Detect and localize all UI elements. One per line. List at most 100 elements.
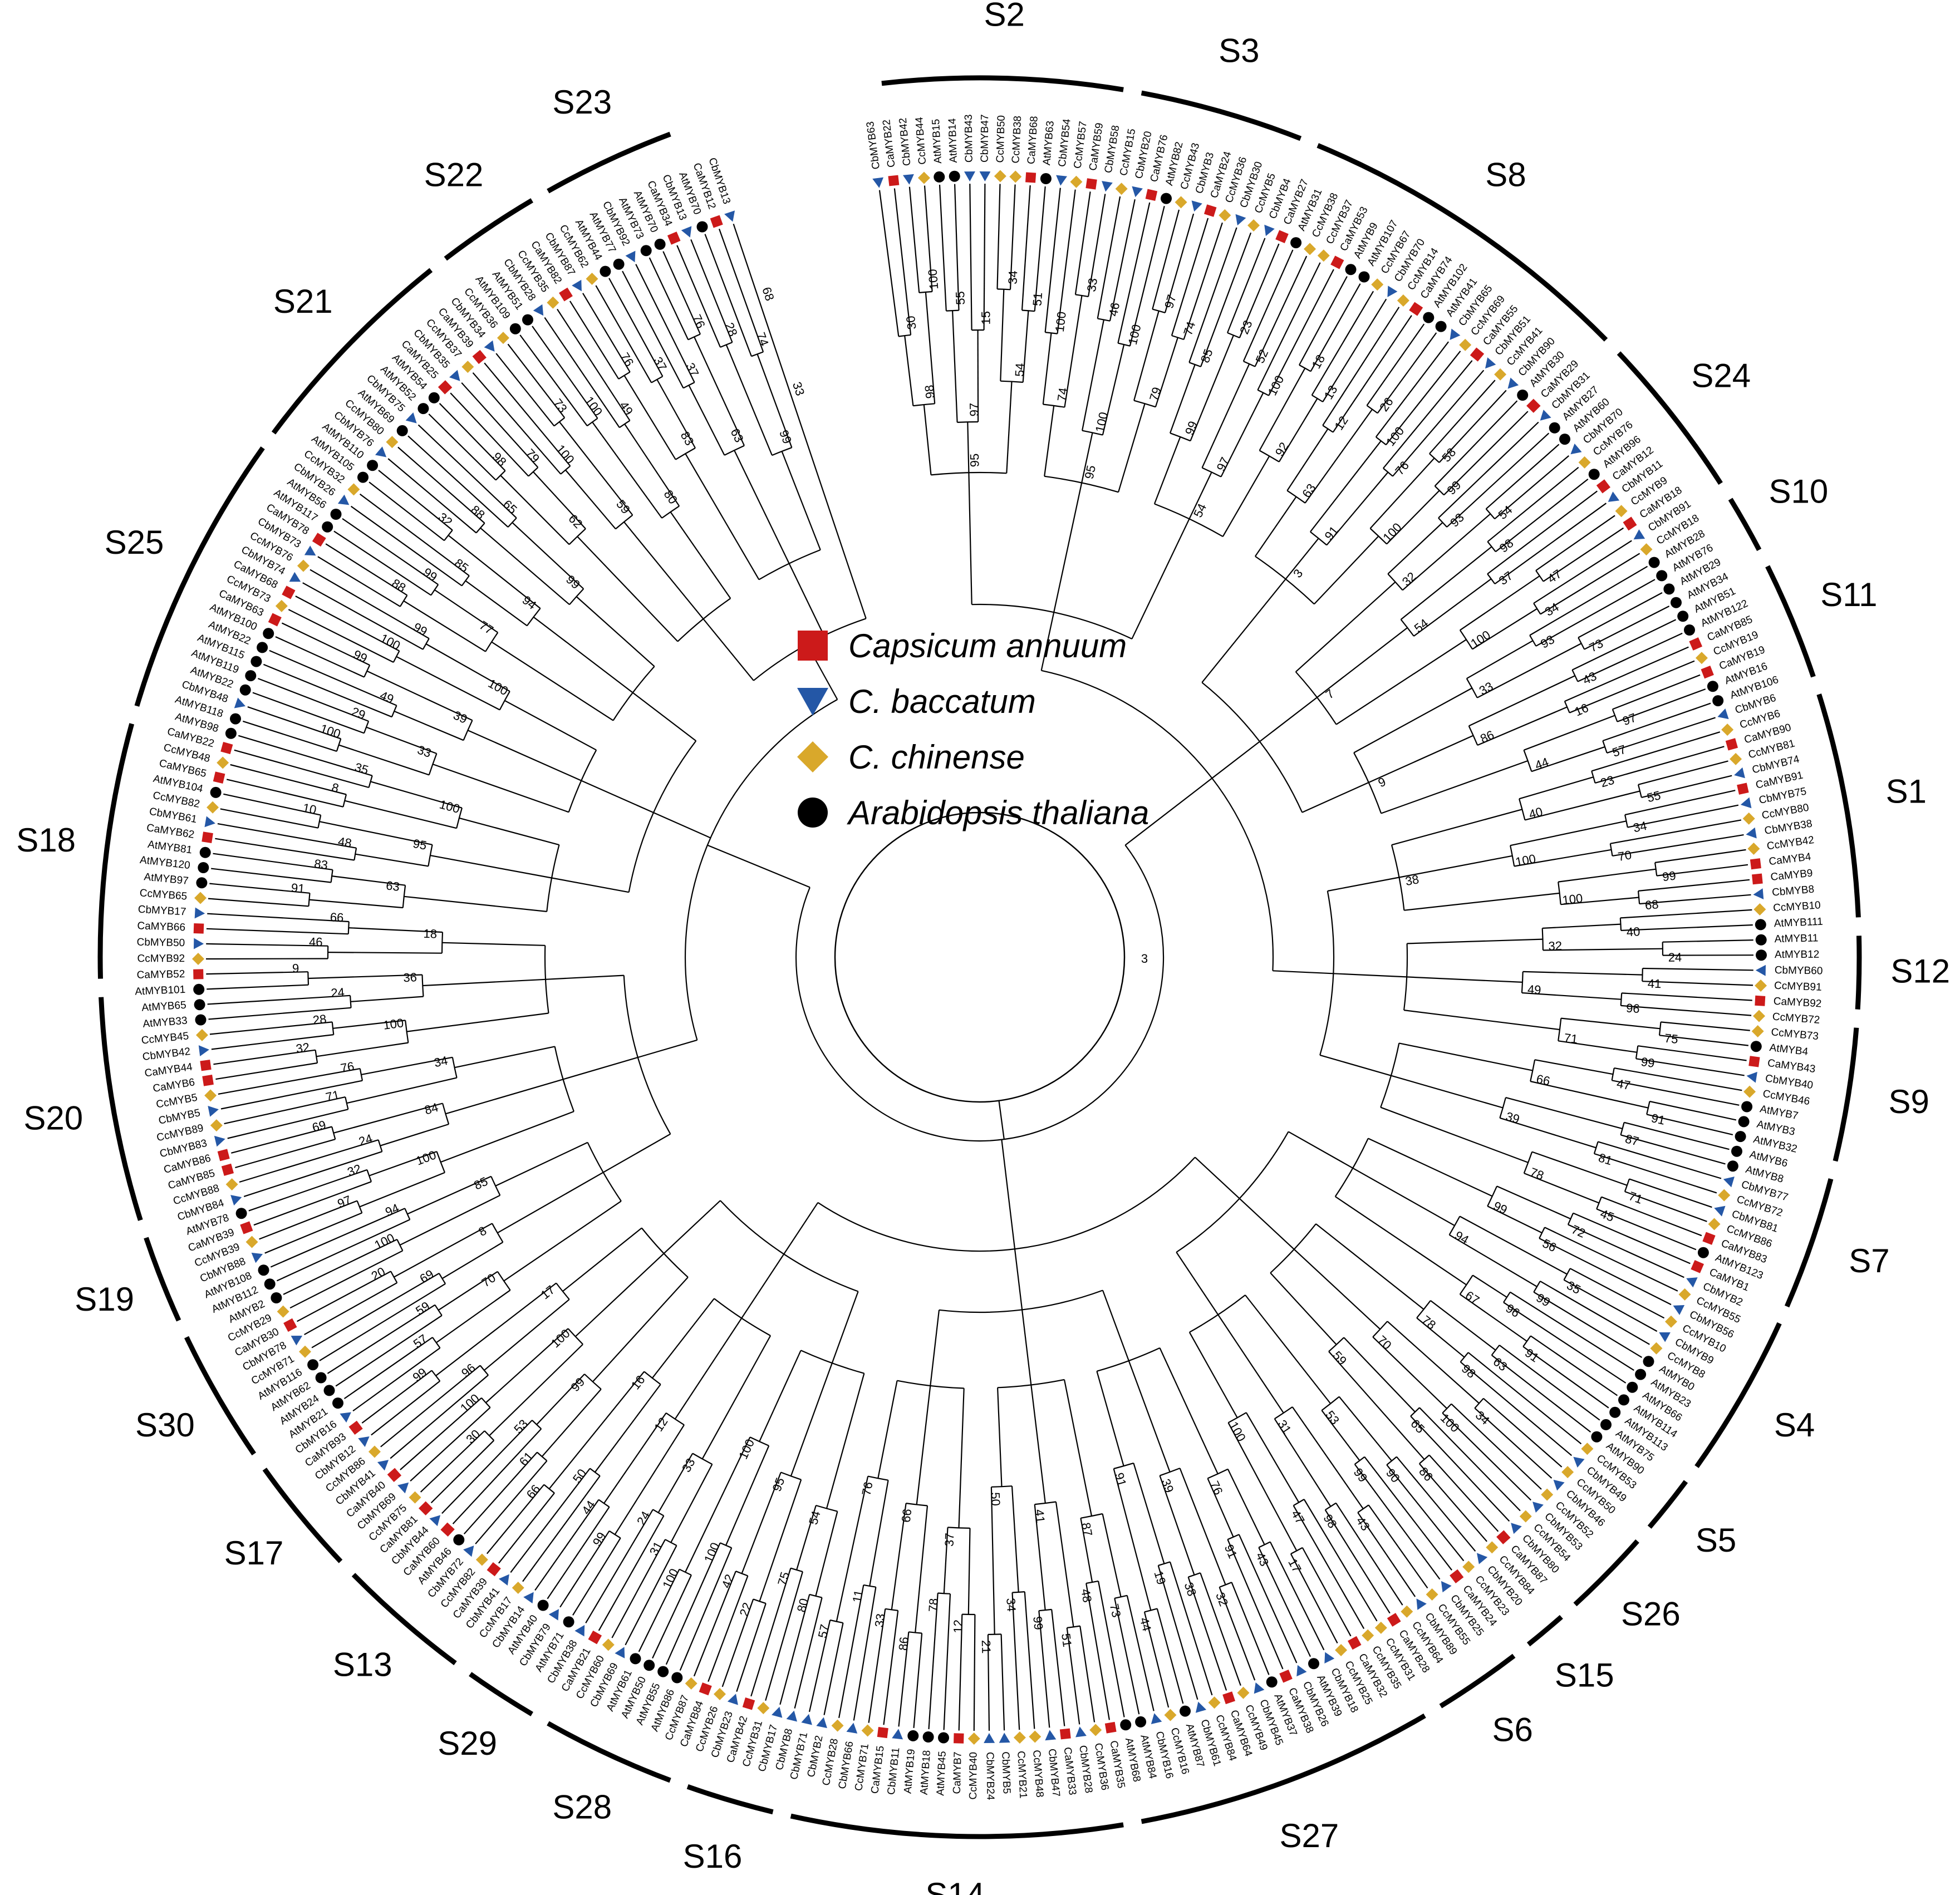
branch-arc xyxy=(919,291,932,293)
branch-line xyxy=(790,1362,833,1476)
branch-arc xyxy=(790,1567,803,1573)
bootstrap-label: 71 xyxy=(1563,1031,1578,1046)
branch-line xyxy=(623,521,704,619)
branch-arc xyxy=(947,1527,970,1529)
bootstrap-label: 81 xyxy=(1597,1150,1614,1168)
tip-marker xyxy=(1588,469,1600,480)
branch-line xyxy=(572,1538,621,1616)
tip-marker xyxy=(742,1697,755,1710)
bootstrap-label: 51 xyxy=(1030,292,1045,306)
branch-line xyxy=(1407,976,1523,983)
branch-line xyxy=(498,1493,555,1564)
branch-line xyxy=(1200,1572,1241,1686)
branch-line xyxy=(779,1594,810,1705)
tip-marker xyxy=(375,446,387,457)
tip-marker xyxy=(1717,708,1729,720)
tip-marker xyxy=(533,304,544,316)
branch-line xyxy=(1543,527,1624,582)
branch-line xyxy=(1126,1595,1155,1711)
branch-line xyxy=(1290,1553,1338,1644)
tip-marker xyxy=(892,1729,903,1740)
tip-marker xyxy=(1730,752,1742,765)
tip-label: AtMYB19 xyxy=(902,1749,917,1794)
branch-line xyxy=(1254,255,1308,367)
tip-marker xyxy=(193,923,204,934)
branch-line xyxy=(1522,971,1643,976)
subgroup-arc xyxy=(144,1237,181,1322)
tip-marker xyxy=(1743,1085,1756,1098)
branch-line xyxy=(1294,1248,1381,1330)
bootstrap-label: 78 xyxy=(926,1598,940,1612)
tip-marker xyxy=(245,670,257,682)
bootstrap-label: 100 xyxy=(458,1391,482,1415)
tip-marker xyxy=(1540,410,1551,421)
tip-marker xyxy=(367,460,379,471)
branch-line xyxy=(608,278,664,377)
branch-line xyxy=(883,1610,899,1725)
branch-line xyxy=(507,343,566,419)
branch-line xyxy=(1560,897,1639,905)
branch-line xyxy=(218,1068,360,1095)
branch-line xyxy=(815,1511,838,1597)
branch-line xyxy=(442,942,546,946)
tip-marker xyxy=(1450,1569,1464,1584)
tip-marker xyxy=(1702,1232,1716,1245)
tip-marker xyxy=(1746,827,1757,839)
bootstrap-label: 34 xyxy=(1004,1598,1018,1612)
tip-marker xyxy=(418,1501,433,1515)
bootstrap-label: 38 xyxy=(1404,872,1420,888)
branch-line xyxy=(1053,483,1083,613)
branch-line xyxy=(793,403,841,543)
branch-arc xyxy=(1635,1046,1639,1059)
tip-label: CbMYB47 xyxy=(979,114,991,163)
branch-line xyxy=(1333,973,1407,978)
branch-line xyxy=(649,257,689,340)
branch-line xyxy=(1607,717,1716,754)
branch-line xyxy=(1254,496,1297,557)
tip-marker xyxy=(1195,1701,1207,1713)
branch-line xyxy=(547,1507,610,1599)
branch-line xyxy=(1051,1609,1065,1726)
bootstrap-label: 86 xyxy=(896,1636,911,1651)
branch-arc xyxy=(1034,1501,1057,1505)
branch-line xyxy=(1638,1045,1747,1061)
branch-line xyxy=(685,1436,751,1573)
tip-marker xyxy=(225,1178,238,1191)
branch-line xyxy=(1335,1196,1467,1286)
branch-line xyxy=(977,329,979,422)
branch-line xyxy=(1299,276,1348,366)
branch-line xyxy=(1311,291,1374,396)
branch-line xyxy=(1629,1178,1712,1208)
bootstrap-label: 10 xyxy=(302,801,318,817)
branch-arc xyxy=(1510,845,1515,867)
tip-label: CaMYB7 xyxy=(951,1751,964,1794)
branch-line xyxy=(1391,1075,1504,1109)
branch-line xyxy=(344,800,457,829)
branch-line xyxy=(990,1487,995,1635)
tip-marker xyxy=(1712,695,1724,707)
bootstrap-label: 99 xyxy=(1182,419,1200,437)
branch-line xyxy=(238,735,373,776)
tip-marker xyxy=(1317,249,1330,262)
bootstrap-label: 56 xyxy=(1540,1236,1559,1254)
branch-line xyxy=(252,692,365,734)
branch-arc xyxy=(1611,1067,1615,1081)
branch-line xyxy=(1524,1173,1600,1204)
branch-line xyxy=(484,362,571,467)
branch-line xyxy=(1259,697,1318,742)
branch-line xyxy=(563,1056,638,1080)
branch-line xyxy=(1659,1035,1749,1046)
branch-arc xyxy=(353,848,357,860)
branch-line xyxy=(973,1614,976,1731)
branch-line xyxy=(1155,337,1178,407)
tip-marker xyxy=(1755,979,1767,992)
subgroup-label: S16 xyxy=(683,1838,743,1875)
branch-line xyxy=(967,1528,971,1615)
tip-marker xyxy=(1441,1581,1452,1593)
branch-line xyxy=(1578,592,1663,638)
tip-marker xyxy=(275,599,288,612)
tip-marker xyxy=(1750,858,1761,870)
tip-marker xyxy=(724,210,735,222)
branch-line xyxy=(598,1515,665,1631)
tip-label: AtMYB4 xyxy=(1769,1042,1809,1058)
